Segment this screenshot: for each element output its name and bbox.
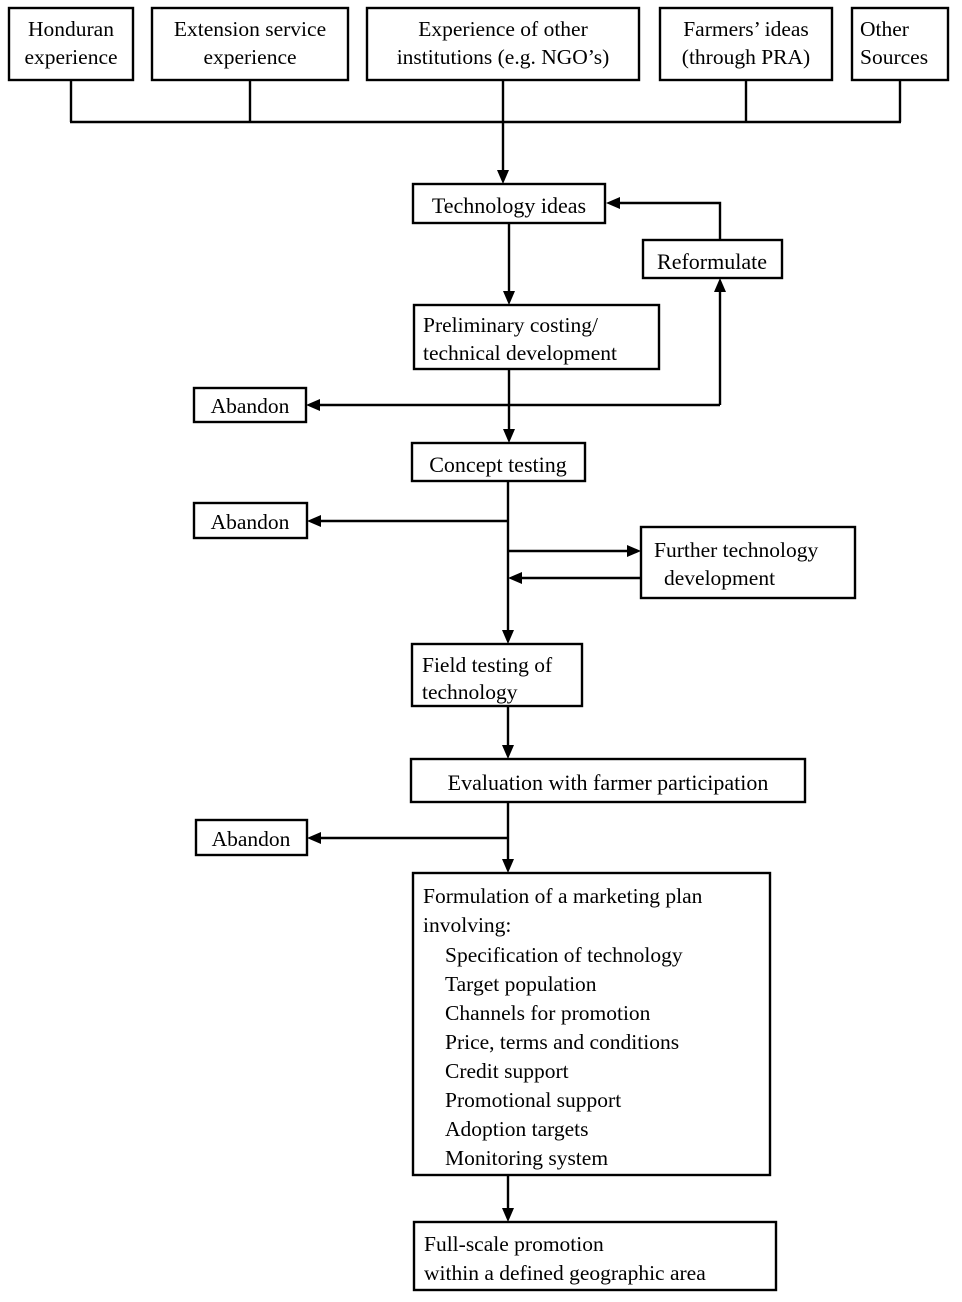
source-extension-line2: experience <box>203 45 296 69</box>
source-farmers-line2: (through PRA) <box>682 45 810 69</box>
source-honduran-line2: experience <box>24 45 117 69</box>
arrowhead-to-further-tech-dev <box>627 545 641 557</box>
marketing-plan-item-3: Price, terms and conditions <box>445 1030 679 1054</box>
arrowhead-to-preliminary <box>503 291 515 305</box>
concept-testing-label: Concept testing <box>429 452 566 477</box>
edge-preliminary-branch <box>306 278 726 443</box>
arrowhead-to-abandon-2 <box>307 515 321 527</box>
source-box-farmers-ideas[interactable]: Farmers’ ideas (through PRA) <box>658 6 834 82</box>
node-field-testing[interactable]: Field testing of technology <box>410 642 584 708</box>
node-abandon-1[interactable]: Abandon <box>192 386 308 424</box>
marketing-plan-item-1: Target population <box>445 972 597 996</box>
source-institutions-line2: institutions (e.g. NGO’s) <box>397 45 610 69</box>
marketing-plan-heading-line2: involving: <box>423 913 511 937</box>
marketing-plan-heading-line1: Formulation of a marketing plan <box>423 884 703 908</box>
arrowhead-to-abandon-3 <box>307 832 321 844</box>
preliminary-costing-line2: technical development <box>423 341 617 365</box>
full-scale-line1: Full-scale promotion <box>424 1232 604 1256</box>
node-abandon-2[interactable]: Abandon <box>192 501 309 540</box>
arrowhead-from-further-tech-dev <box>508 572 522 584</box>
field-testing-line1: Field testing of <box>422 653 553 677</box>
node-evaluation[interactable]: Evaluation with farmer participation <box>409 757 807 804</box>
marketing-plan-item-5: Promotional support <box>445 1088 621 1112</box>
arrowhead-to-field-testing <box>502 630 514 644</box>
edge-evaluation-branches <box>307 802 514 873</box>
source-farmers-line1: Farmers’ ideas <box>683 17 809 41</box>
node-full-scale-promotion[interactable]: Full-scale promotion within a defined ge… <box>412 1220 778 1292</box>
abandon-2-label: Abandon <box>211 510 290 534</box>
marketing-plan-item-4: Credit support <box>445 1059 569 1083</box>
full-scale-line2: within a defined geographic area <box>424 1261 706 1285</box>
marketing-plan-item-0: Specification of technology <box>445 943 683 967</box>
source-institutions-line1: Experience of other <box>418 17 588 41</box>
edge-field-testing-to-evaluation <box>502 706 514 759</box>
source-box-extension[interactable]: Extension service experience <box>150 6 350 82</box>
arrowhead-to-technology-ideas <box>497 170 509 184</box>
edge-technology-ideas-to-preliminary <box>503 223 515 305</box>
reformulate-label: Reformulate <box>657 249 767 274</box>
source-other-line2: Sources <box>860 45 928 69</box>
source-collector-bus <box>69 80 902 184</box>
source-box-other-institutions[interactable]: Experience of other institutions (e.g. N… <box>365 6 641 82</box>
node-abandon-3[interactable]: Abandon <box>194 818 309 857</box>
arrowhead-to-evaluation <box>502 745 514 759</box>
edge-reformulate-to-technology-ideas <box>606 197 722 240</box>
marketing-plan-item-2: Channels for promotion <box>445 1001 651 1025</box>
node-reformulate[interactable]: Reformulate <box>641 238 784 280</box>
further-tech-dev-line1: Further technology <box>654 538 818 562</box>
node-marketing-plan[interactable]: Formulation of a marketing plan involvin… <box>411 871 772 1177</box>
field-testing-line2: technology <box>422 680 518 704</box>
node-further-technology-development[interactable]: Further technology development <box>639 525 857 600</box>
node-concept-testing[interactable]: Concept testing <box>410 441 587 483</box>
arrowhead-to-reformulate <box>714 278 726 292</box>
source-honduran-line1: Honduran <box>28 17 114 41</box>
further-tech-dev-line2: development <box>664 566 775 590</box>
source-extension-line1: Extension service <box>174 17 326 41</box>
abandon-1-label: Abandon <box>211 394 290 418</box>
source-box-honduran[interactable]: Honduran experience <box>7 6 135 82</box>
arrowhead-to-concept-testing <box>503 429 515 443</box>
edge-marketing-plan-to-full-scale <box>502 1175 514 1222</box>
source-box-other-sources[interactable]: Other Sources <box>850 6 950 82</box>
marketing-plan-item-6: Adoption targets <box>445 1117 589 1141</box>
edge-concept-testing-branches <box>307 481 641 644</box>
node-technology-ideas[interactable]: Technology ideas <box>411 182 607 225</box>
abandon-3-label: Abandon <box>212 827 291 851</box>
technology-ideas-label: Technology ideas <box>432 193 586 218</box>
node-preliminary-costing[interactable]: Preliminary costing/ technical developme… <box>412 303 661 371</box>
source-other-line1: Other <box>860 17 909 41</box>
marketing-plan-item-7: Monitoring system <box>445 1146 608 1170</box>
arrowhead-to-abandon-1 <box>306 399 320 411</box>
arrowhead-reformulate-return <box>606 197 620 209</box>
arrowhead-to-marketing-plan <box>502 859 514 873</box>
arrowhead-to-full-scale <box>502 1208 514 1222</box>
evaluation-label: Evaluation with farmer participation <box>448 770 769 795</box>
preliminary-costing-line1: Preliminary costing/ <box>423 313 598 337</box>
